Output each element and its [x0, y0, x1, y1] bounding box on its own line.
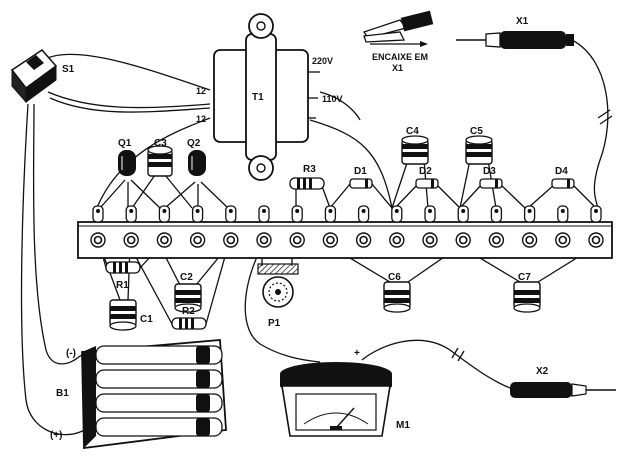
label-d4: D4: [555, 166, 568, 177]
label-c4: C4: [406, 126, 419, 137]
battery-holder-b1: B1 (-) (+): [50, 339, 227, 450]
label-d1: D1: [354, 166, 367, 177]
label-c1: C1: [140, 314, 153, 325]
capacitor-c6: C6: [383, 272, 411, 313]
label-tap-12-bottom: 12: [196, 114, 206, 124]
resistor-r1: R1: [105, 261, 141, 291]
label-c3: C3: [154, 138, 167, 149]
label-x1-note-line2: X1: [392, 63, 403, 73]
probe-x1: X1: [456, 16, 574, 49]
terminal-lug: [422, 205, 438, 248]
label-r1: R1: [116, 280, 129, 291]
transformer-t1: T1 12 12 220V 110V: [196, 13, 343, 181]
terminal-lug: [488, 205, 505, 248]
terminal-lug: [521, 205, 538, 248]
label-b1: B1: [56, 388, 69, 399]
transistor-q2: Q2: [187, 138, 206, 176]
alligator-clip: ENCAIXE EM X1: [362, 10, 434, 73]
terminal-lug: [156, 205, 173, 248]
capacitor-c3: C3: [147, 138, 173, 177]
label-m1: M1: [396, 420, 410, 431]
terminal-lug: [588, 205, 604, 248]
label-plus: +: [354, 348, 360, 359]
capacitor-c4: C4: [401, 126, 429, 165]
capacitor-c5: C5: [465, 126, 493, 165]
label-negative: (-): [66, 348, 76, 359]
label-c2: C2: [180, 272, 193, 283]
terminal-lug: [256, 205, 272, 248]
diode-d2: D2: [415, 166, 439, 189]
resistor-r3: R3: [289, 164, 325, 190]
diode-d4: D4: [551, 166, 575, 189]
transistor-q1: Q1: [118, 138, 136, 176]
label-c6: C6: [388, 272, 401, 283]
label-q1: Q1: [118, 138, 132, 149]
terminal-lug: [322, 205, 339, 248]
terminal-lug: [189, 205, 206, 248]
terminal-strip: [77, 205, 613, 259]
resistor-r2: R2: [171, 306, 207, 330]
label-tap-12-top: 12: [196, 86, 206, 96]
label-x2: X2: [536, 366, 549, 377]
label-220v: 220V: [312, 56, 333, 66]
diode-d1: D1: [349, 166, 373, 189]
capacitor-c2: C2: [174, 272, 202, 313]
label-r3: R3: [303, 164, 316, 175]
terminal-lug: [123, 205, 139, 248]
label-d2: D2: [419, 166, 432, 177]
label-positive: (+): [50, 430, 63, 441]
label-110v: 110V: [322, 94, 343, 104]
terminal-lug: [455, 205, 471, 248]
diode-d3: D3: [479, 166, 503, 189]
label-r2: R2: [182, 306, 195, 317]
label-c5: C5: [470, 126, 483, 137]
switch-s1: S1: [10, 49, 75, 104]
capacitor-c7: C7: [513, 272, 541, 313]
label-x1: X1: [516, 16, 529, 27]
terminal-lug: [355, 205, 372, 248]
capacitor-c1: C1: [109, 299, 153, 331]
label-s1: S1: [62, 64, 75, 75]
label-t1: T1: [252, 92, 264, 103]
label-c7: C7: [518, 272, 531, 283]
probe-x2: X2: [510, 366, 616, 398]
potentiometer-p1: P1: [257, 263, 299, 329]
label-d3: D3: [483, 166, 496, 177]
meter-m1: + M1: [280, 348, 410, 437]
terminal-lug: [389, 205, 405, 248]
label-x1-note-line1: ENCAIXE EM: [372, 52, 428, 62]
terminal-lug: [289, 205, 305, 248]
terminal-lug: [223, 205, 239, 248]
terminal-lug: [90, 205, 106, 248]
label-q2: Q2: [187, 138, 201, 149]
label-p1: P1: [268, 318, 281, 329]
terminal-lug: [555, 205, 571, 248]
